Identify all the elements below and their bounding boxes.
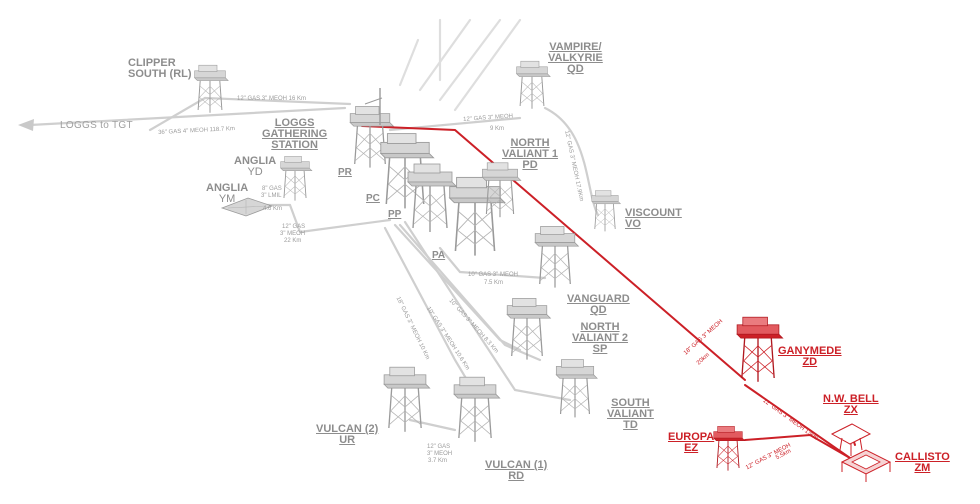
pipe-anglia-yd-2: 3" MEOH [280, 231, 306, 237]
label-callisto: CALLISTO ZM [895, 451, 950, 474]
pipe-anglia-ym-3: 4.6 Km [263, 206, 283, 212]
code-pp: PP [388, 209, 402, 220]
grey-pipelines [28, 18, 600, 432]
pipe-vulcan-link-2: 3" MEOH [427, 451, 453, 457]
label-vulcan-1: VULCAN (1) RD [485, 459, 548, 482]
platform-viscount [591, 190, 622, 232]
label-europa: EUROPA EZ [668, 431, 715, 454]
label-north-valiant-1: NORTH VALIANT 1 PD [502, 137, 559, 171]
platform-south-valiant [555, 359, 598, 418]
code-pa: PA [432, 250, 446, 261]
label-nw-bell: N.W. BELL ZX [823, 393, 879, 416]
label-north-valiant-2: NORTH VALIANT 2 SP [572, 321, 629, 355]
loggs-complex [349, 88, 522, 257]
pipe-anglia-ym-2: 3" LMIL [261, 193, 282, 199]
platform-anglia-yd [280, 155, 313, 202]
platform-anglia-ym [220, 197, 274, 217]
label-anglia-yd: ANGLIA YD [234, 155, 277, 178]
label-viscount: VISCOUNT VO [625, 207, 682, 230]
label-vampire-valkyrie: VAMPIRE/ VALKYRIE QD [548, 41, 603, 75]
pipe-vanguard-length: 7.5 Km [484, 280, 504, 286]
label-vulcan-2: VULCAN (2) UR [316, 423, 379, 446]
pipe-vulcan-link-3: 3.7 Km [428, 458, 448, 464]
label-south-valiant: SOUTH VALIANT TD [607, 397, 654, 431]
pipe-clipper: 12" GAS 3" MEOH 16 Km [237, 96, 306, 102]
label-vanguard: VANGUARD QD [567, 293, 630, 316]
pipe-anglia-yd-1: 12" GAS [282, 224, 306, 230]
platform-ganymede [736, 316, 784, 383]
code-pr: PR [338, 167, 352, 178]
platform-vampire [516, 60, 551, 110]
platform-north-valiant-2 [506, 297, 552, 361]
export-arrow-icon [18, 119, 34, 131]
export-label: LOGGS to TGT [60, 120, 133, 131]
label-anglia-ym: ANGLIA YM [206, 182, 249, 205]
platform-europa [713, 425, 746, 472]
platform-callisto [840, 449, 892, 482]
label-loggs-gathering-station: LOGGS GATHERING STATION [262, 117, 328, 151]
code-pc: PC [366, 193, 380, 204]
pipe-vulcan-link-1: 12" GAS [427, 444, 451, 450]
platform-vulcan-1 [453, 376, 501, 443]
platform-clipper [194, 64, 229, 114]
pipe-anglia-yd-3: 22 Km [284, 238, 302, 244]
label-ganymede: GANYMEDE ZD [778, 345, 842, 368]
label-clipper-south: CLIPPER SOUTH (RL) [128, 57, 192, 80]
pipe-anglia-ym-1: 8" GAS [262, 186, 282, 192]
pipe-vampire-length: 9 Km [490, 126, 505, 132]
red-pipelines [361, 125, 856, 459]
platform-nw-bell [830, 423, 872, 456]
pipe-vanguard: 10" GAS 3" MEOH [468, 272, 518, 278]
